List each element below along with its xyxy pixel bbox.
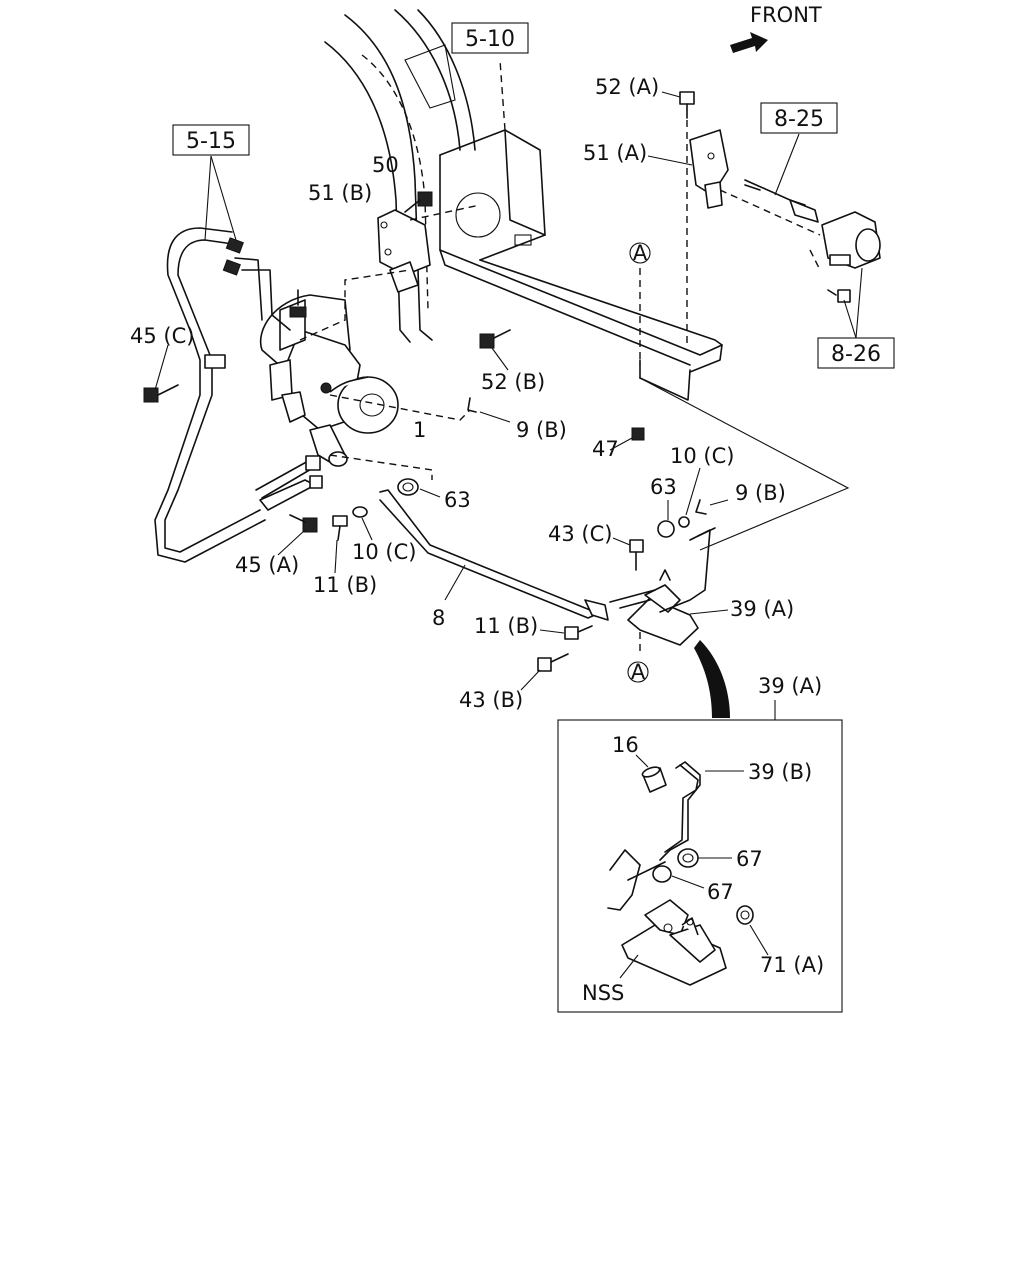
sensor-assembly (744, 179, 881, 269)
bolt-11b-left (332, 515, 348, 541)
cab-body-panel (324, 9, 476, 343)
callout-45a: 45 (A) (235, 553, 299, 577)
callout-45c: 45 (C) (130, 324, 194, 348)
bracket-51a (689, 129, 729, 209)
callout-47: 47 (592, 437, 619, 461)
detail-bracket-nss (621, 899, 727, 986)
bolt-52a (679, 91, 695, 119)
callout-71a: 71 (A) (760, 953, 824, 977)
callout-39a-detail: 39 (A) (758, 674, 822, 698)
callout-63-left: 63 (444, 488, 471, 512)
bolt-11b-right (564, 625, 593, 640)
svg-text:5-15: 5-15 (186, 129, 236, 154)
callout-nss: NSS (582, 981, 624, 1005)
callout-1: 1 (413, 418, 426, 442)
leader-line (809, 249, 821, 271)
leader-line (329, 394, 471, 421)
callout-63-right: 63 (650, 475, 677, 499)
bolt-43c (629, 539, 644, 571)
front-arrow-icon (730, 32, 768, 53)
front-label: FRONT (750, 3, 822, 27)
detail-clip-71a (736, 905, 754, 925)
hose-assembly-5-15 (154, 227, 323, 563)
bracket-51b (377, 204, 481, 293)
callout-67-bottom: 67 (707, 880, 734, 904)
detail-arrow-icon (694, 640, 730, 718)
bolt-43b (537, 653, 569, 672)
washer-10c-right (678, 516, 690, 528)
svg-text:8-26: 8-26 (831, 342, 881, 367)
bushing-63-left (397, 478, 419, 496)
detail-arm-39b (607, 761, 701, 911)
callout-51b: 51 (B) (308, 181, 372, 205)
detail-bushing-67-bottom (652, 865, 672, 883)
ref-box-8-26: 8-26 (817, 337, 895, 369)
valve-unit-1 (259, 289, 399, 467)
callout-11b-right: 11 (B) (474, 614, 538, 638)
bushing-63-right (657, 520, 675, 538)
callout-43c: 43 (C) (548, 522, 612, 546)
svg-text:A: A (631, 660, 646, 684)
callout-43b: 43 (B) (459, 688, 523, 712)
callout-8: 8 (432, 606, 445, 630)
callout-39b: 39 (B) (748, 760, 812, 784)
callout-52a: 52 (A) (595, 75, 659, 99)
callout-9b-right: 9 (B) (735, 481, 786, 505)
svg-text:A: A (633, 241, 648, 265)
callout-16: 16 (612, 733, 639, 757)
frame-crossmember (439, 59, 723, 401)
svg-text:5-10: 5-10 (465, 27, 515, 52)
bolt-45c (143, 384, 179, 403)
callout-67-top: 67 (736, 847, 763, 871)
callout-10c-left: 10 (C) (352, 540, 416, 564)
marker-a-upper: A (629, 241, 651, 265)
bolt-45a (289, 514, 318, 533)
ref-box-5-15: 5-15 (172, 124, 250, 156)
callout-10c-right: 10 (C) (670, 444, 734, 468)
callout-9b-left: 9 (B) (516, 418, 567, 442)
callout-52b: 52 (B) (481, 370, 545, 394)
washer-10c-left (352, 506, 368, 518)
leader-line (299, 269, 411, 341)
leader-line (329, 454, 433, 480)
callout-51a: 51 (A) (583, 141, 647, 165)
detail-pin-16 (641, 766, 667, 793)
ref-box-8-25: 8-25 (760, 102, 838, 134)
callout-50: 50 (372, 153, 399, 177)
nut-47 (631, 427, 645, 441)
rod-8 (379, 489, 609, 621)
ref-box-5-10: 5-10 (451, 22, 529, 54)
leader-line (719, 189, 821, 236)
callout-11b-left: 11 (B) (313, 573, 377, 597)
detail-bushing-67-top (677, 848, 699, 868)
svg-text:8-25: 8-25 (774, 107, 824, 132)
pin-9b-left (467, 397, 477, 413)
detail-box (557, 700, 843, 1013)
bolt-50 (404, 191, 433, 213)
pin-9b-right (695, 499, 707, 515)
bolt-8-26 (827, 289, 851, 303)
bolt-52b (479, 329, 511, 349)
marker-a-lower: A (627, 660, 649, 684)
pedal-assembly-39a (609, 527, 716, 646)
callout-39a: 39 (A) (730, 597, 794, 621)
leader-line (639, 377, 850, 551)
